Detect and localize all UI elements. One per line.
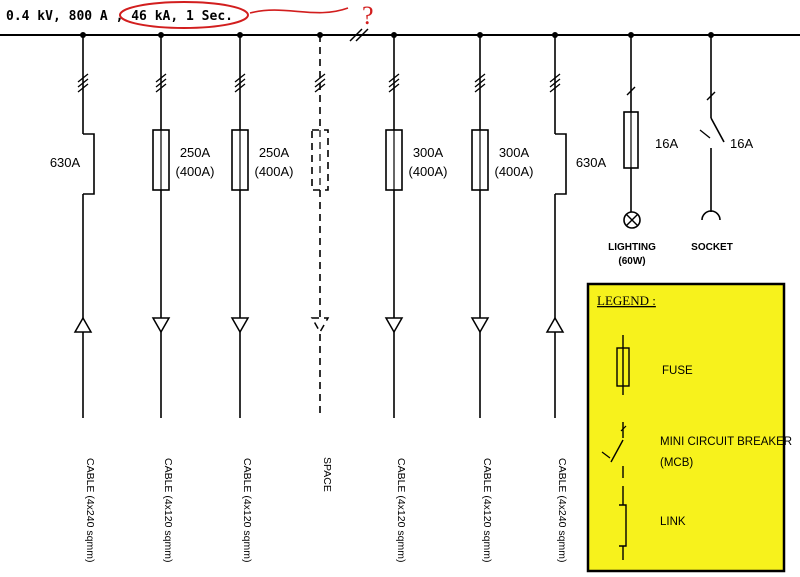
feeder-6: 300A (400A) CABLE (4x120 sqmm) bbox=[470, 32, 534, 562]
cable-end-triangle bbox=[230, 317, 250, 334]
feeder-rating-max: (400A) bbox=[175, 164, 214, 179]
feeder-rating: 630A bbox=[50, 155, 81, 170]
legend-item-mcb: MINI CIRCUIT BREAKER bbox=[660, 436, 792, 448]
cable-end-triangle bbox=[310, 317, 330, 334]
feeder-2: 250A (400A) CABLE (4x120 sqmm) bbox=[151, 32, 215, 562]
annotation-line bbox=[249, 7, 349, 14]
legend-link-icon bbox=[619, 486, 627, 560]
cable-label: CABLE (4x120 sqmm) bbox=[241, 458, 253, 562]
cable-end-triangle bbox=[545, 316, 565, 333]
cable-end-triangle bbox=[151, 317, 171, 334]
feeder-rating: 250A bbox=[259, 145, 290, 160]
feeder-rating-max: (400A) bbox=[254, 164, 293, 179]
feeder-1: 630A CABLE (4x240 sqmm) bbox=[50, 32, 96, 562]
socket-label: SOCKET bbox=[691, 242, 733, 253]
legend-item-fuse: FUSE bbox=[662, 365, 693, 377]
feeder-rating-max: (400A) bbox=[408, 164, 447, 179]
feeder-3: 250A (400A) CABLE (4x120 sqmm) bbox=[230, 32, 294, 562]
lighting-rating: 16A bbox=[655, 136, 678, 151]
bus-break-mark bbox=[355, 28, 369, 42]
cable-label: CABLE (4x120 sqmm) bbox=[162, 458, 174, 562]
cable-label: CABLE (4x240 sqmm) bbox=[556, 458, 568, 562]
lighting-sub: (60W) bbox=[618, 256, 645, 267]
feeder-7: 630A CABLE (4x240 sqmm) bbox=[545, 32, 607, 562]
socket-circuit: 16A SOCKET bbox=[691, 32, 753, 253]
feeder-rating-max: (400A) bbox=[494, 164, 533, 179]
legend-fuse-icon bbox=[616, 335, 630, 395]
feeder-rating: 300A bbox=[499, 145, 530, 160]
mcb-symbol bbox=[710, 117, 725, 143]
cable-end-triangle bbox=[73, 316, 93, 333]
annotation-question-mark: ? bbox=[362, 1, 374, 30]
lighting-label: LIGHTING bbox=[608, 242, 656, 253]
annotation-ellipse bbox=[119, 1, 249, 29]
feeder-rating: 630A bbox=[576, 155, 607, 170]
cable-label: CABLE (4x120 sqmm) bbox=[481, 458, 493, 562]
cable-label: CABLE (4x240 sqmm) bbox=[84, 458, 96, 562]
feeder-rating: 250A bbox=[180, 145, 211, 160]
socket-rating: 16A bbox=[730, 136, 753, 151]
link-symbol bbox=[555, 133, 567, 195]
bus-break-mark bbox=[349, 28, 363, 42]
feeder-5: 300A (400A) CABLE (4x120 sqmm) bbox=[384, 32, 448, 562]
legend-item-mcb-sub: (MCB) bbox=[660, 457, 693, 469]
legend-title: LEGEND : bbox=[597, 293, 656, 308]
legend-box: LEGEND : FUSE MINI CIRCUIT BREAKER (MCB)… bbox=[586, 282, 792, 573]
socket-icon bbox=[701, 210, 721, 221]
cable-label: SPACE bbox=[321, 457, 333, 492]
cable-label: CABLE (4x120 sqmm) bbox=[395, 458, 407, 562]
cable-end-triangle bbox=[470, 317, 490, 334]
legend-item-link: LINK bbox=[660, 516, 686, 528]
cable-end-triangle bbox=[384, 317, 404, 334]
legend-mcb-icon bbox=[601, 422, 627, 478]
link-symbol bbox=[83, 133, 95, 195]
lighting-circuit: 16A LIGHTING (60W) bbox=[608, 32, 678, 267]
feeder-4: SPACE bbox=[310, 32, 333, 492]
feeder-rating: 300A bbox=[413, 145, 444, 160]
